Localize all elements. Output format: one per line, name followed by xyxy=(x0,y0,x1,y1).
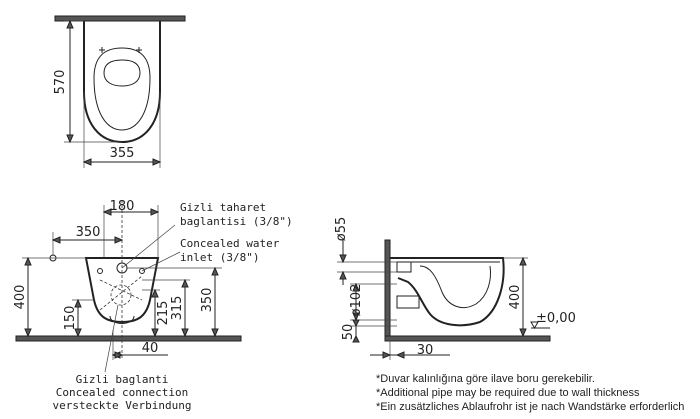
side-dim-400-label: 400 xyxy=(508,285,523,310)
side-view-floor xyxy=(384,335,551,342)
top-view-wall xyxy=(54,15,186,22)
side-view-trapway xyxy=(419,265,491,308)
note-tr: *Duvar kalınlığına göre ilave boru gerek… xyxy=(376,373,595,385)
note-en: *Additional pipe may be required due to … xyxy=(376,387,640,399)
front-dim-215-label: 215 xyxy=(156,301,171,326)
water-inlet-label-line2: inlet (3/8") xyxy=(180,251,259,264)
note-de: *Ein zusätzliches Ablaufrohr ist je nach… xyxy=(376,401,684,413)
fixing-left-icon xyxy=(97,268,103,274)
top-view-depth-label: 570 xyxy=(53,70,68,95)
top-view-width-label: 355 xyxy=(110,146,135,161)
bidet-connection-label-line1: Gizli taharet xyxy=(180,201,266,214)
floor-level-marker-icon xyxy=(530,321,539,329)
bidet-connection-label-line2: baglantisi (3/8") xyxy=(180,215,293,228)
fixing-right-icon xyxy=(139,268,145,274)
side-view-inlet-pipe xyxy=(396,261,412,273)
side-view-drain-pipe xyxy=(396,295,420,309)
floor-level-label: ±0,00 xyxy=(536,311,576,326)
front-dim-315-label: 315 xyxy=(170,296,185,321)
front-dim-350-vertical-label: 350 xyxy=(200,288,215,313)
top-view-bowl-inner xyxy=(93,47,151,131)
concealed-connection-label-de: versteckte Verbindung xyxy=(52,399,191,412)
side-dim-30-label: 30 xyxy=(417,343,434,358)
top-view: 570 355 xyxy=(53,15,186,168)
side-dim-50-label: 50 xyxy=(341,324,356,341)
top-view-seat xyxy=(103,59,141,87)
side-view-pan-outline xyxy=(390,257,505,327)
front-dim-400-label: 400 xyxy=(13,285,28,310)
concealed-connection-label-en: Concealed connection xyxy=(56,386,188,399)
side-view-wall xyxy=(384,239,391,341)
side-dim-55-label: ø55 xyxy=(334,217,349,242)
front-dim-40-label: 40 xyxy=(142,341,159,356)
front-view-pan-base xyxy=(109,315,135,324)
front-dim-150-label: 150 xyxy=(63,306,78,331)
top-view-bowl-outline xyxy=(83,21,161,144)
top-view-fixing-right-icon xyxy=(136,47,142,53)
front-dim-350-horizontal-label: 350 xyxy=(76,225,101,240)
drain-connection-icon xyxy=(110,284,132,306)
concealed-connection-label-tr: Gizli baglanti xyxy=(76,373,169,386)
front-dim-180-label: 180 xyxy=(110,199,135,214)
top-view-fixing-left-icon xyxy=(99,47,105,53)
water-inlet-label-line1: Concealed water xyxy=(180,237,280,250)
front-view: 180 350 400 150 215 315 xyxy=(13,199,242,373)
side-dim-102-label: ø102 xyxy=(349,284,364,317)
side-view: ø55 ø102 50 400 30 ±0,00 xyxy=(334,217,576,360)
front-view-floor xyxy=(15,335,242,342)
